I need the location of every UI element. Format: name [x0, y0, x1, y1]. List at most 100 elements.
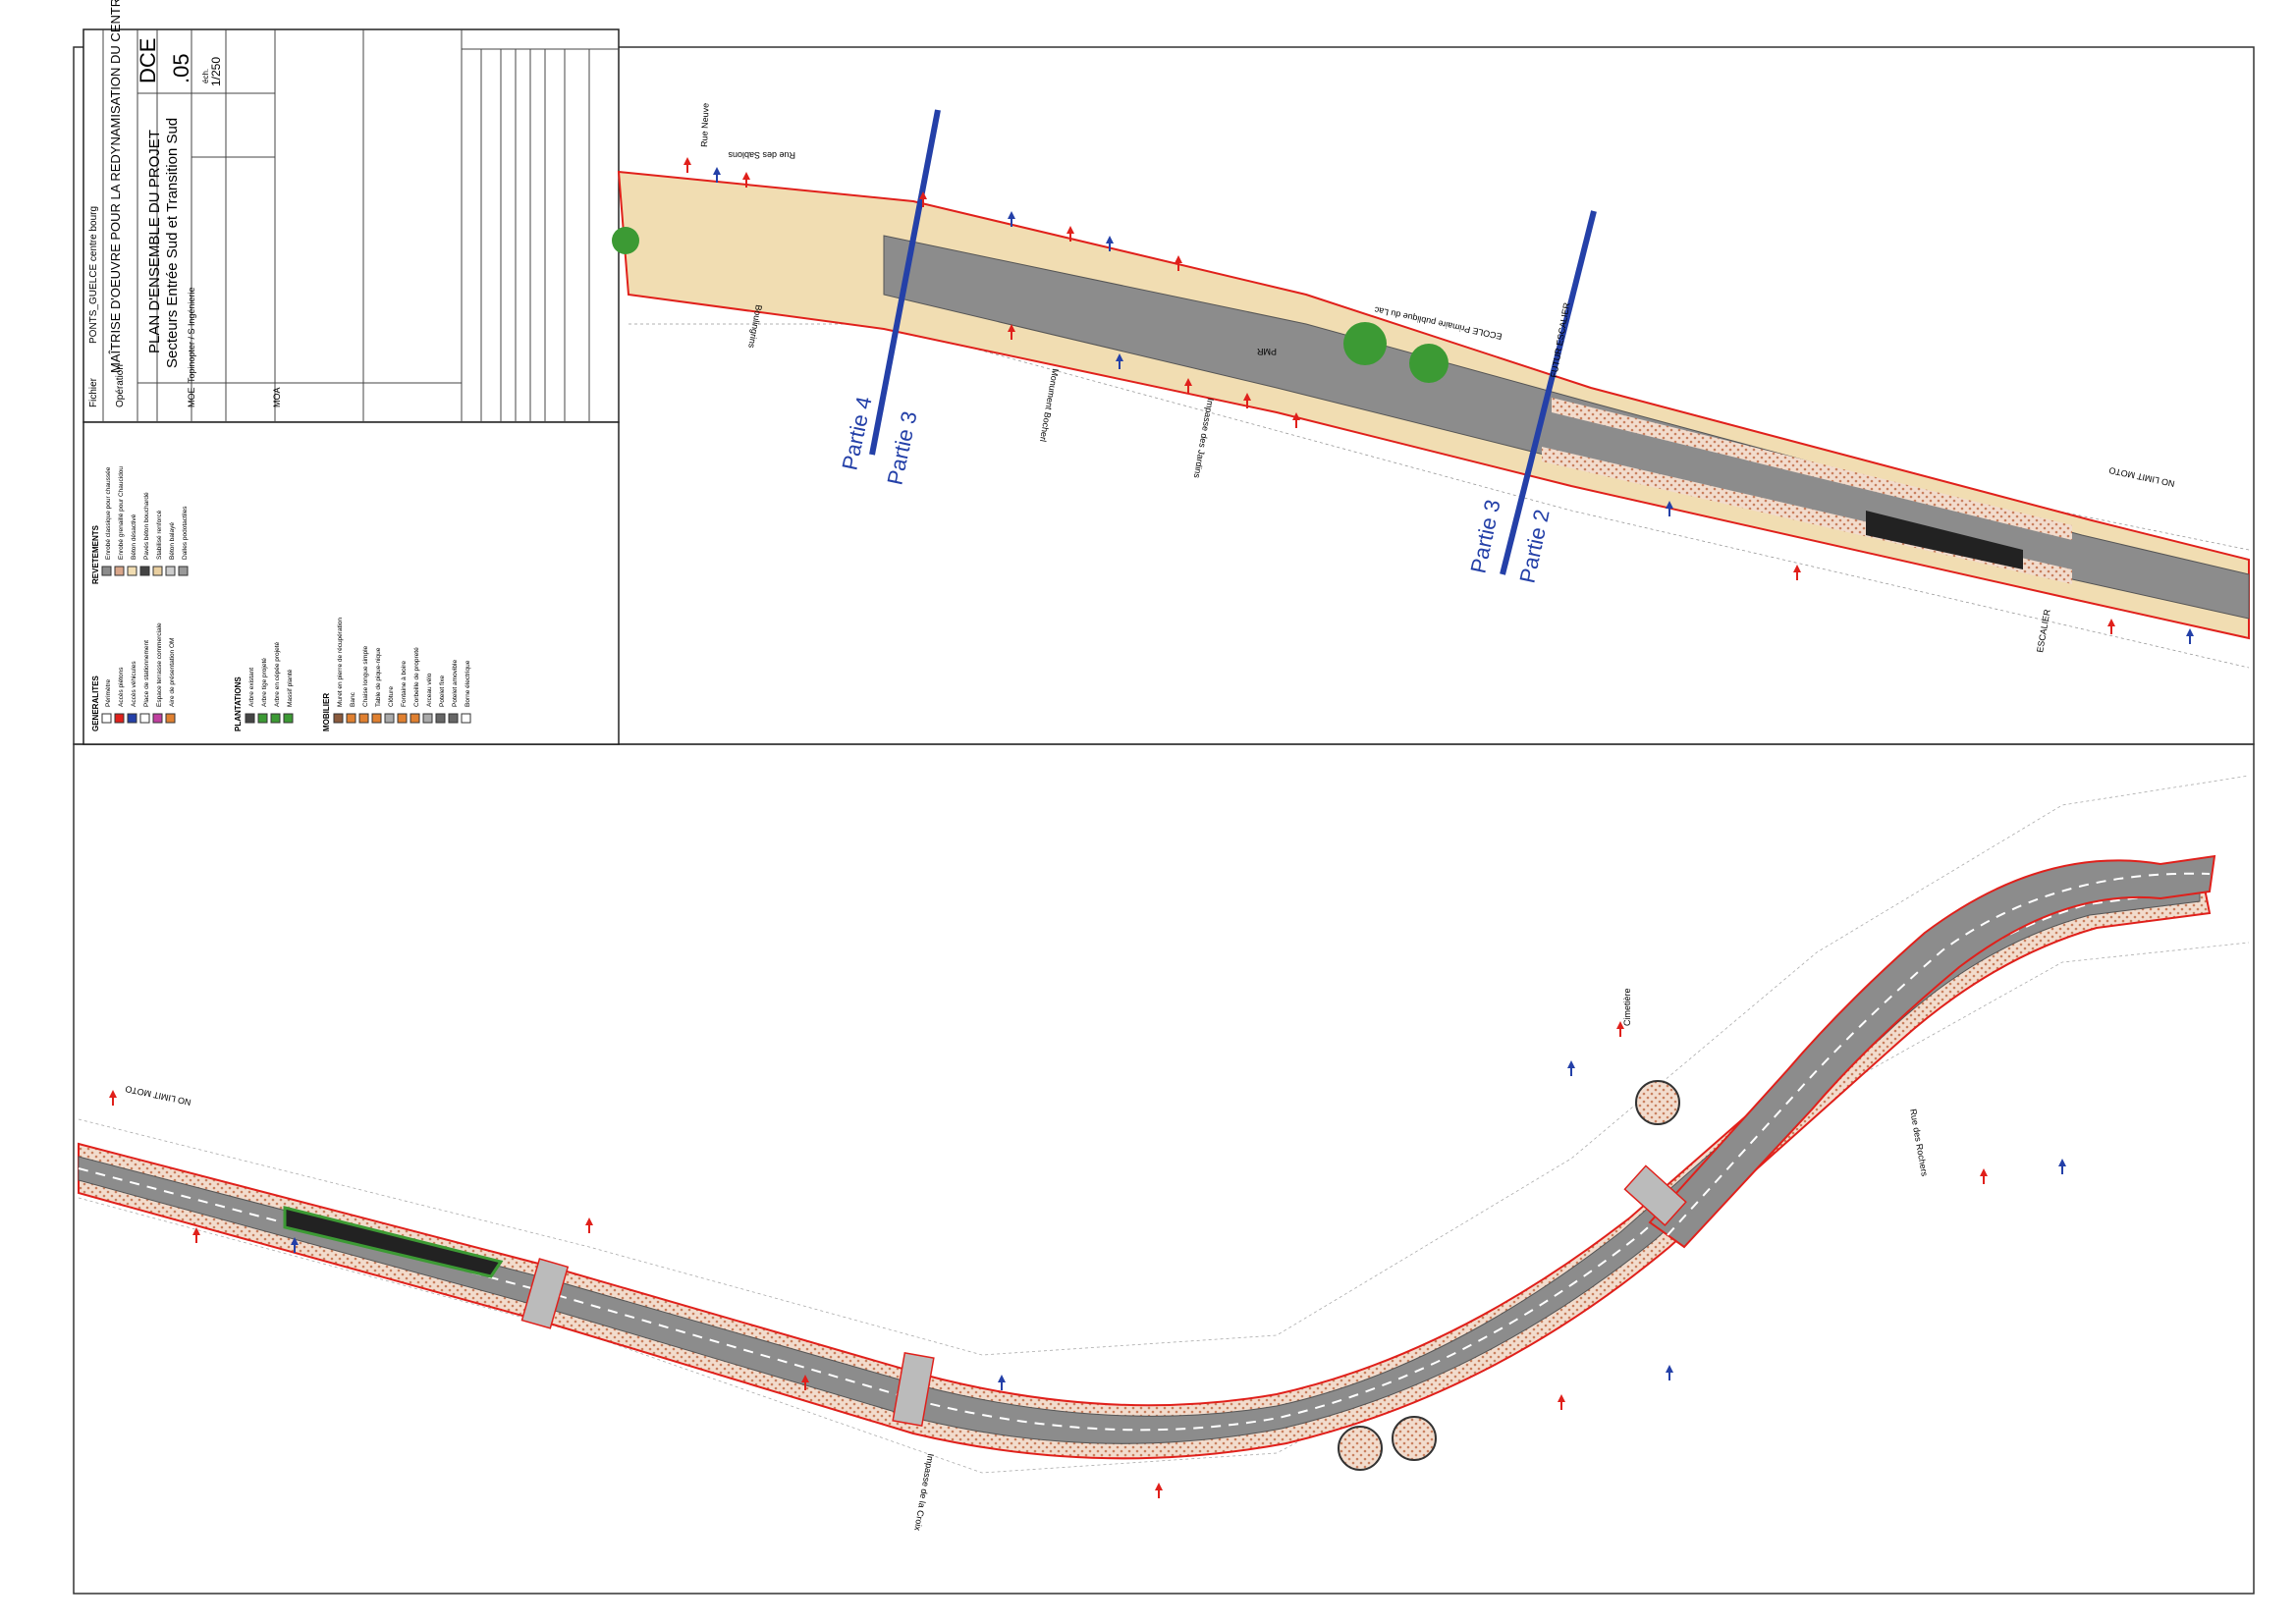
- legend-swatch: [101, 713, 112, 724]
- legend-swatch: [139, 566, 150, 576]
- legend-item-label: Béton désactivé: [131, 514, 137, 560]
- access-arrow-icon: [742, 172, 750, 188]
- bottom-road-branch: [1648, 854, 2216, 1249]
- street-label-impasse: Impasse des Jardins: [1192, 398, 1216, 480]
- access-arrow-icon: [1558, 1394, 1565, 1410]
- access-arrow-icon: [1567, 1060, 1575, 1076]
- access-arrow-icon: [1106, 236, 1114, 251]
- legend-swatch: [283, 713, 294, 724]
- bottom-median-left: [283, 1206, 504, 1278]
- bottom-frame: [73, 743, 2255, 1595]
- legend-swatch: [371, 713, 382, 724]
- access-arrow-icon: [919, 191, 927, 207]
- access-arrow-icon: [1980, 1168, 1988, 1184]
- bottom-branch-centerline: [1667, 872, 2211, 1236]
- section-line-partie-2-3: [1500, 210, 1597, 575]
- access-arrow-icon: [109, 1090, 117, 1106]
- legend-item-label: Borne électrique: [465, 660, 471, 707]
- moa-label: MOA: [272, 387, 282, 407]
- street-label-escalier: FUTUR ESCALIER: [1549, 301, 1571, 379]
- partie-3-label-a: Partie 3: [882, 409, 921, 487]
- legend-mobilier-title: MOBILIER: [322, 693, 331, 731]
- legend-swatch: [346, 713, 356, 724]
- access-arrow-icon: [1008, 324, 1015, 340]
- bottom-hatch-band: [78, 862, 2212, 1460]
- legend-item-label: Potelet amovible: [452, 660, 459, 707]
- legend-swatch: [270, 713, 281, 724]
- top-road: [883, 235, 2250, 620]
- access-arrow-icon: [1155, 1483, 1163, 1498]
- legend-item-label: Accès véhicules: [131, 661, 137, 707]
- legend-swatch: [448, 713, 459, 724]
- legend-swatch: [358, 713, 369, 724]
- legend-item-label: Stabilisé renforcé: [156, 510, 163, 560]
- title-block-grid: [102, 29, 619, 422]
- legend-revetements-title: REVETEMENTS: [91, 524, 100, 584]
- legend-item-label: Arbre en cépée projeté: [274, 641, 281, 707]
- legend-item-label: Corbeille de propreté: [413, 647, 420, 707]
- legend-swatch: [114, 566, 125, 576]
- legend-swatch: [461, 713, 471, 724]
- top-median: [1866, 511, 2023, 569]
- street-label-sablons: Rue des Sablons: [728, 150, 795, 160]
- top-hatch-upper: [1552, 398, 2072, 540]
- access-arrow-icon: [1243, 393, 1251, 408]
- bottom-road: [78, 878, 2201, 1444]
- partie-4-label: Partie 4: [837, 395, 876, 472]
- moe-value: Topinopter / S Ingénierie: [187, 287, 196, 383]
- scale-label: éch.: [201, 69, 210, 83]
- legend-swatch: [165, 566, 176, 576]
- legend-swatch: [257, 713, 268, 724]
- plan-subtitle: Secteurs Entrée Sud et Transition Sud: [164, 118, 181, 368]
- tree-existing: [1392, 1416, 1437, 1461]
- legend-swatch: [384, 713, 395, 724]
- legend-swatch: [178, 566, 189, 576]
- access-arrows: [109, 157, 2194, 1498]
- legend-swatch: [422, 713, 433, 724]
- legend-swatch: [245, 713, 255, 724]
- access-arrow-icon: [1292, 412, 1300, 428]
- access-arrow-icon: [2058, 1159, 2066, 1174]
- access-arrow-icon: [801, 1375, 809, 1390]
- moe-label: MOE: [187, 387, 196, 407]
- access-arrow-icon: [1116, 353, 1123, 369]
- fichier-value: PONTS_GUELCE centre bourg: [88, 206, 99, 344]
- legend-item-label: Table de pique-nique: [375, 647, 382, 707]
- legend-item-label: Aire de présentation OM: [169, 638, 176, 707]
- street-label-no-limit-top: NO LIMIT MOTO: [2108, 465, 2176, 489]
- legend-item-label: Périmètre: [105, 678, 112, 707]
- section-line-partie-3-4: [869, 109, 941, 456]
- access-arrow-icon: [1008, 211, 1015, 227]
- tree: [1409, 344, 1449, 383]
- access-arrow-icon: [2107, 619, 2115, 634]
- legend-item-label: Arbre tige projeté: [261, 658, 268, 707]
- legend-swatch: [410, 713, 420, 724]
- legend-item-label: Arceau vélo: [426, 673, 433, 707]
- legend-item-label: Accès piétons: [118, 667, 125, 707]
- street-label-monument: Monument Bocherl: [1038, 368, 1061, 443]
- access-arrow-icon: [1793, 565, 1801, 580]
- access-arrow-icon: [713, 167, 721, 183]
- phase-label: DCE: [136, 38, 160, 83]
- legend-item-label: Dalles podotactiles: [182, 506, 189, 560]
- bottom-centerline: [78, 889, 2201, 1432]
- fichier-label: Fichier: [88, 377, 99, 407]
- operation-label: Opération: [115, 364, 126, 407]
- legend-item-label: Clôture: [388, 686, 395, 707]
- legend-swatch: [152, 566, 163, 576]
- top-plan: Partie 4 Partie 3 Partie 3 Partie 2 Rue …: [612, 103, 2250, 669]
- legend-item-label: Banc: [350, 691, 356, 707]
- street-label-no-limit-bottom: NO LIMIT MOTO: [125, 1084, 192, 1108]
- access-arrow-icon: [585, 1217, 593, 1233]
- legend-item-label: Massif planté: [287, 669, 294, 707]
- access-arrow-icon: [998, 1375, 1006, 1390]
- street-label-pmr: PMR: [1257, 347, 1278, 356]
- tree: [612, 227, 639, 254]
- street-label-escalier-2: ESCALIER: [2035, 608, 2052, 653]
- legend-swatch: [101, 566, 112, 576]
- bottom-plan: NO LIMIT MOTO Cimetière Rue des Rochers …: [78, 775, 2250, 1532]
- legend-item-label: Béton balayé: [169, 522, 176, 560]
- legend-item-label: Potelet fixe: [439, 675, 446, 707]
